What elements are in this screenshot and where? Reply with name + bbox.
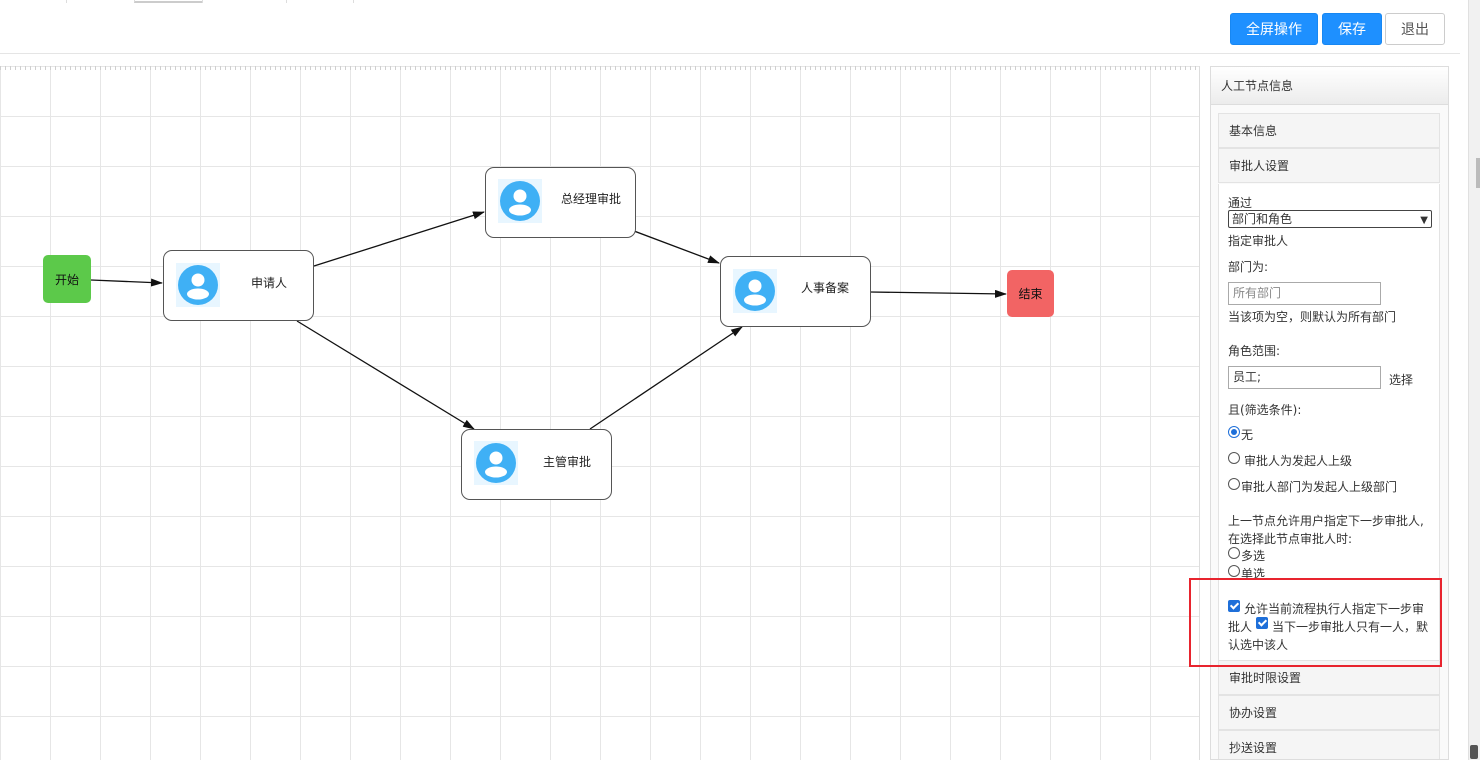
default-select-label: 当下一步审批人只有一人，默 <box>1272 620 1429 634</box>
fullscreen-button[interactable]: 全屏操作 <box>1230 13 1318 45</box>
tab-1[interactable] <box>66 0 134 3</box>
end-node[interactable]: 结束 <box>1007 270 1054 317</box>
filter-superior-label: 审批人为发起人上级 <box>1244 454 1353 468</box>
allow-specify-label: 允许当前流程执行人指定下一步审 <box>1244 602 1425 616</box>
page-scrollbar[interactable] <box>1468 0 1480 760</box>
tab-2[interactable] <box>134 0 202 3</box>
dept-hint: 当该项为空，则默认为所有部门 <box>1228 310 1397 324</box>
canvas-divider <box>1199 66 1200 760</box>
choose-role-link[interactable]: 选择 <box>1389 373 1414 387</box>
node-supervisor-approval[interactable]: 主管审批 <box>461 429 612 500</box>
approver-settings-body <box>1218 184 1440 664</box>
allow-specify-label-cont: 批人 <box>1228 620 1253 634</box>
dept-label: 部门为: <box>1228 260 1269 274</box>
node-label: 主管审批 <box>543 455 592 469</box>
highlight-box <box>1189 578 1442 667</box>
section-basic-info[interactable]: 基本信息 <box>1218 113 1440 148</box>
multi-select-radio[interactable] <box>1228 547 1240 559</box>
filter-label: 且(筛选条件): <box>1228 403 1302 417</box>
section-approver-settings[interactable]: 审批人设置 <box>1218 148 1440 183</box>
via-label: 通过 <box>1228 196 1253 210</box>
filter-superior-radio[interactable] <box>1228 452 1240 464</box>
section-cc[interactable]: 抄送设置 <box>1218 730 1440 759</box>
via-select-value: 部门和角色 <box>1232 212 1293 226</box>
start-node[interactable]: 开始 <box>43 255 91 303</box>
panel-title: 人工节点信息 <box>1211 67 1448 105</box>
filter-none-label: 无 <box>1241 428 1254 442</box>
user-avatar-icon <box>733 269 777 313</box>
tab-4[interactable] <box>286 0 354 3</box>
assign-approver-label: 指定审批人 <box>1228 234 1289 248</box>
dept-input[interactable]: 所有部门 <box>1228 282 1381 305</box>
multi-select-label: 多选 <box>1241 549 1266 563</box>
tab-3[interactable] <box>202 0 286 3</box>
role-label: 角色范围: <box>1228 344 1281 358</box>
prev-node-text-2: 在选择此节点审批人时: <box>1228 532 1353 546</box>
node-label: 总经理审批 <box>561 192 622 206</box>
canvas-ruler <box>0 66 1199 70</box>
node-label: 申请人 <box>251 276 288 290</box>
tab-strip <box>0 0 1460 4</box>
single-select-radio[interactable] <box>1228 565 1240 577</box>
section-assist[interactable]: 协办设置 <box>1218 695 1440 730</box>
scrollbar-thumb[interactable] <box>1470 745 1478 759</box>
role-input[interactable]: 员工; <box>1228 366 1381 389</box>
allow-specify-checkbox[interactable] <box>1228 600 1240 612</box>
toolbar: 全屏操作 保存 退出 <box>0 4 1460 54</box>
via-select[interactable]: 部门和角色 ▼ <box>1228 210 1432 228</box>
user-avatar-icon <box>176 263 220 307</box>
single-select-label: 单选 <box>1241 567 1266 581</box>
filter-superior-dept-label: 审批人部门为发起人上级部门 <box>1241 480 1398 494</box>
filter-superior-dept-radio[interactable] <box>1228 478 1240 490</box>
user-avatar-icon <box>474 441 518 485</box>
node-gm-approval[interactable]: 总经理审批 <box>485 167 636 238</box>
exit-button[interactable]: 退出 <box>1385 13 1445 45</box>
save-button[interactable]: 保存 <box>1322 13 1382 45</box>
default-select-label-cont: 认选中该人 <box>1228 638 1289 652</box>
default-select-checkbox[interactable] <box>1256 617 1268 629</box>
filter-none-radio[interactable] <box>1228 426 1240 438</box>
node-applicant[interactable]: 申请人 <box>163 250 314 321</box>
chevron-down-icon: ▼ <box>1420 215 1428 226</box>
prev-node-text-1: 上一节点允许用户指定下一步审批人, <box>1228 514 1424 528</box>
node-hr-record[interactable]: 人事备案 <box>720 256 871 327</box>
node-label: 人事备案 <box>801 281 850 295</box>
scrollbar-marker <box>1476 158 1480 188</box>
user-avatar-icon <box>498 179 542 223</box>
